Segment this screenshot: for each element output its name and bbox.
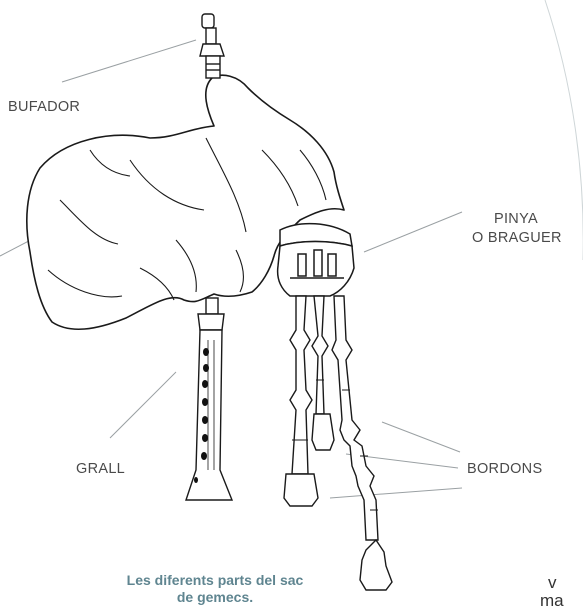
text-fragment-2: ma — [540, 592, 564, 610]
text-fragment-1: v — [548, 574, 557, 592]
label-pinya-line2: O BRAGUER — [472, 230, 562, 247]
pinya-stock — [278, 224, 354, 296]
leader-bufador — [62, 40, 196, 82]
label-bordons: BORDONS — [467, 461, 542, 478]
bufador-pipe — [200, 14, 224, 78]
bordons-drones — [284, 296, 392, 590]
grall-pipe — [186, 298, 232, 500]
label-pinya-line1: PINYA — [494, 211, 538, 228]
caption-line-2: de gemecs. — [100, 589, 330, 606]
figure-caption: Les diferents parts del sac de gemecs. — [100, 572, 330, 606]
caption-line-1: Les diferents parts del sac — [100, 572, 330, 589]
label-grall: GRALL — [76, 461, 125, 478]
label-bufador: BUFADOR — [8, 99, 80, 116]
page-curve — [545, 0, 583, 260]
leader-bordons-3 — [330, 488, 462, 498]
leader-pinya — [364, 212, 462, 252]
leader-bordons-1 — [382, 422, 460, 452]
leader-grall — [110, 372, 176, 438]
